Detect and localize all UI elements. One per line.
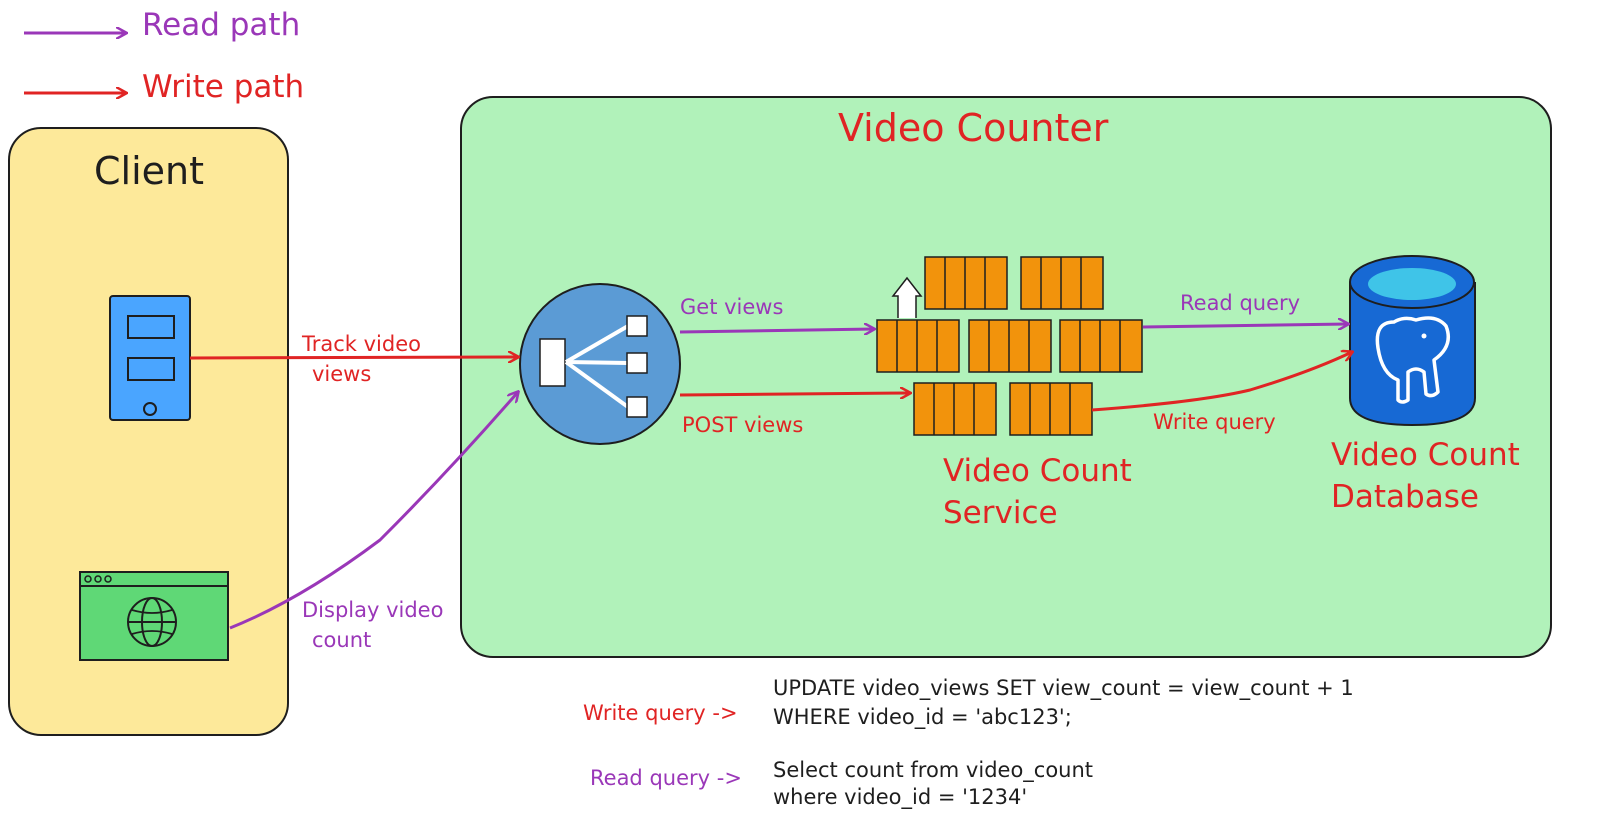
- service-label-line2: Service: [943, 495, 1058, 531]
- video-counter-container: [460, 96, 1552, 658]
- post-views-label: POST views: [682, 413, 804, 437]
- video-counter-title: Video Counter: [838, 106, 1109, 150]
- database-label-line2: Database: [1331, 479, 1479, 515]
- write-query-key-label: Write query ->: [583, 701, 738, 725]
- read-query-arrow: [1142, 324, 1348, 327]
- read-query-label: Read query: [1180, 291, 1301, 315]
- read-query-key-label: Read query ->: [590, 766, 742, 790]
- get-views-arrow: [679, 329, 874, 332]
- container-cluster-icon: [876, 256, 1143, 436]
- read-query-sql: Select count from video_count where vide…: [773, 757, 1093, 812]
- client-title: Client: [94, 149, 205, 193]
- write-query-sql: UPDATE video_views SET view_count = view…: [773, 674, 1354, 733]
- container-block: [968, 319, 1052, 373]
- read-query-sql-line1: Select count from video_count: [773, 758, 1094, 782]
- write-query-sql-line1: UPDATE video_views SET view_count = view…: [773, 676, 1354, 700]
- scale-up-arrow-icon: [891, 276, 923, 318]
- postgres-database-icon: [1349, 255, 1476, 427]
- display-count-arrow: [229, 392, 518, 630]
- database-label-line1: Video Count: [1331, 437, 1520, 473]
- legend-write-label: Write path: [142, 69, 305, 105]
- write-query-label: Write query: [1153, 410, 1276, 434]
- container-block: [876, 319, 960, 373]
- container-block: [1059, 319, 1143, 373]
- get-views-label: Get views: [680, 295, 784, 319]
- elephant-icon: [1375, 316, 1450, 404]
- write-query-sql-line2: WHERE video_id = 'abc123';: [773, 705, 1072, 730]
- read-query-sql-line2: where video_id = '1234': [773, 785, 1028, 810]
- load-balancer-icon: [519, 283, 681, 445]
- browser-window-icon: [79, 571, 229, 661]
- post-views-arrow: [679, 393, 910, 395]
- track-views-label-line1: Track video: [302, 332, 421, 356]
- service-label-line1: Video Count: [943, 453, 1132, 489]
- legend-read-label: Read path: [142, 7, 301, 43]
- display-count-label-line2: count: [312, 628, 372, 652]
- container-block: [1009, 382, 1093, 436]
- container-block: [1020, 256, 1104, 310]
- container-block: [913, 382, 997, 436]
- mobile-device-icon: [109, 295, 191, 421]
- container-block: [924, 256, 1008, 310]
- track-views-label-line2: views: [312, 362, 372, 386]
- display-count-label-line1: Display video: [302, 598, 444, 622]
- write-query-arrow: [1091, 352, 1352, 412]
- track-views-arrow: [189, 357, 518, 358]
